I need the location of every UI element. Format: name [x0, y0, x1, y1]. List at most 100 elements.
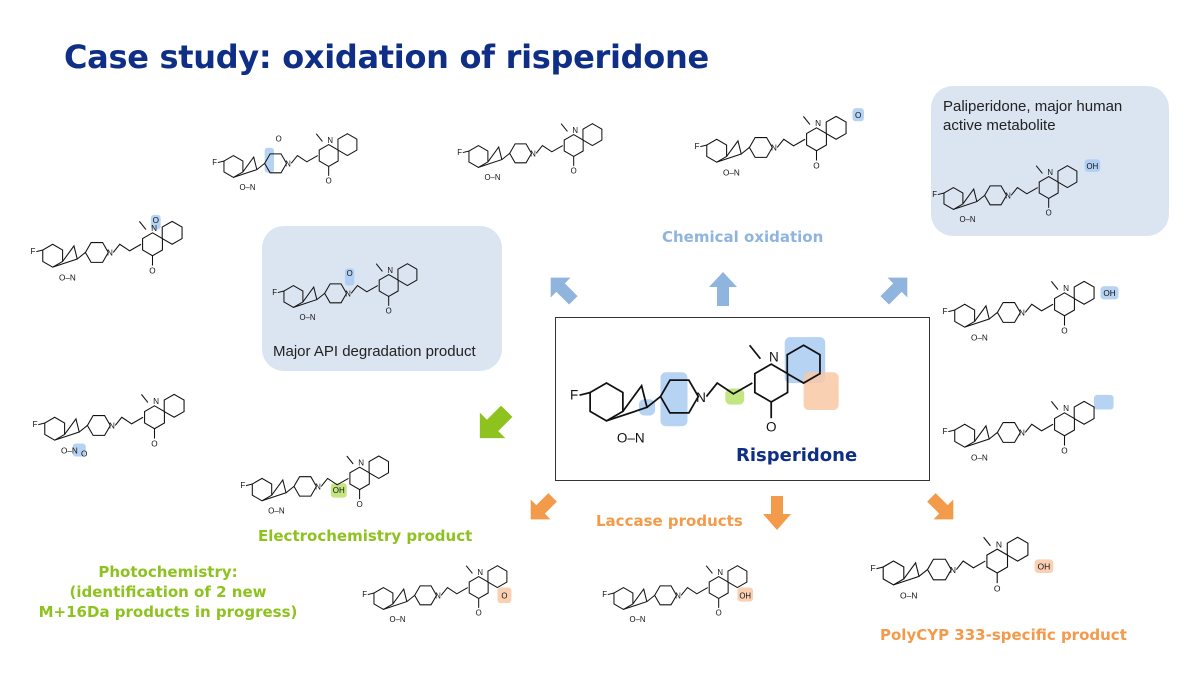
- pyrido-ring: [582, 123, 603, 147]
- bond: [217, 160, 225, 164]
- photochemistry-label: Photochemistry: (identification of 2 new…: [38, 562, 298, 622]
- piperidine-ring: [996, 302, 1021, 323]
- paliperidone-label: Paliperidone, major human active metabol…: [943, 97, 1122, 135]
- pyrimidinone-ring: [378, 274, 399, 298]
- piperidine-nitrogen: N: [1005, 191, 1011, 200]
- bond: [285, 485, 295, 494]
- pyrido-ring: [161, 220, 183, 245]
- ethyl-linker: [350, 284, 378, 294]
- ethyl-linker: [290, 154, 318, 164]
- fluorine-atom: F: [272, 288, 277, 297]
- pyrimidine-nitrogen: N: [327, 136, 333, 145]
- arrow-up-left-blue: [550, 277, 578, 305]
- pyrimidinone-ring: [349, 466, 370, 491]
- bond: [406, 594, 415, 602]
- bond: [988, 432, 998, 440]
- methyl-bond: [1050, 281, 1059, 290]
- pyrido-ring: [1006, 536, 1029, 562]
- isoxazole-o-n: O–N: [629, 615, 645, 624]
- fluorine-atom: F: [457, 148, 462, 157]
- ethyl-linker: [114, 416, 144, 426]
- pyrimidinone-ring: [986, 548, 1009, 574]
- pyrido-ring: [368, 455, 390, 480]
- pyrimidinone-ring: [468, 576, 489, 600]
- benzene-ring: [42, 243, 64, 268]
- benzene-ring: [223, 154, 244, 178]
- mol-top-right-highlight-0: [852, 108, 864, 122]
- fluorine-atom: F: [240, 481, 245, 490]
- benzene-ring: [373, 586, 394, 610]
- carbonyl-oxygen: O: [326, 177, 332, 186]
- bond: [579, 391, 591, 397]
- photochemistry-line-2: (identification of 2 new: [69, 583, 267, 601]
- mol-isoxazole-oxide-substituent: O: [81, 450, 87, 459]
- pyrimidinone-ring: [806, 127, 827, 152]
- mol-n-oxide-left-highlight-0: [150, 214, 161, 230]
- benzene-ring: [943, 186, 964, 210]
- methyl-bond: [375, 263, 383, 272]
- carbonyl-oxygen: O: [716, 609, 722, 618]
- pyrimidinone-ring: [142, 232, 163, 257]
- mol-major-api-highlight-0: [344, 268, 355, 286]
- carbonyl-oxygen: O: [386, 307, 392, 316]
- piperidine-nitrogen: N: [345, 289, 351, 298]
- carbonyl-oxygen: O: [476, 609, 482, 618]
- bond: [700, 144, 707, 148]
- risperidone-label: Risperidone: [736, 445, 858, 466]
- benzene-ring: [44, 416, 66, 441]
- isoxazole-o-n: O–N: [299, 313, 315, 322]
- benzene-ring: [613, 586, 634, 610]
- pyrido-ring: [1073, 400, 1095, 425]
- mol-top-right-substituent: O: [855, 111, 861, 120]
- bond: [462, 150, 470, 154]
- fluorine-atom: F: [932, 190, 937, 199]
- pyrimidinone-ring: [1038, 176, 1059, 200]
- bond: [976, 194, 985, 202]
- benzene-ring: [589, 382, 624, 422]
- paliperidone-line-2: active metabolite: [943, 117, 1056, 134]
- isoxazole-o-n: O–N: [971, 453, 988, 462]
- bond: [607, 592, 615, 596]
- piperidine-nitrogen: N: [530, 149, 536, 158]
- mol-major-api-substituent: O: [347, 269, 353, 278]
- bond: [646, 594, 655, 602]
- fluorine-atom: F: [602, 590, 607, 599]
- pyrimidinone-ring: [563, 134, 584, 158]
- ethyl-linker: [112, 243, 142, 253]
- bond: [937, 192, 945, 196]
- mol-laccase-right-highlight-0: [737, 587, 754, 602]
- bond: [245, 483, 253, 487]
- pyrido-ring: [397, 263, 418, 287]
- piperidine-nitrogen: N: [315, 483, 321, 492]
- pyrimidinone-ring: [1054, 292, 1075, 317]
- fluorine-atom: F: [870, 563, 875, 573]
- isoxazole-ring: [293, 285, 318, 308]
- bond: [918, 569, 928, 577]
- fluorine-atom: F: [31, 247, 36, 256]
- fluorine-atom: F: [362, 590, 367, 599]
- benzene-ring: [882, 560, 905, 586]
- mol-risperidone-highlight-2: [803, 372, 839, 411]
- arrow-down-right-orange: [927, 493, 954, 520]
- ethyl-linker: [776, 138, 806, 148]
- piperidine-nitrogen: N: [1019, 429, 1025, 438]
- ethyl-linker: [320, 477, 349, 487]
- electrochemistry-product-label: Electrochemistry product: [258, 527, 473, 545]
- piperidine-nitrogen: N: [107, 249, 113, 258]
- piperidine-ring: [414, 585, 438, 606]
- pyrimidine-nitrogen: N: [572, 126, 578, 135]
- isoxazole-o-n: O–N: [484, 173, 500, 182]
- isoxazole-o-n: O–N: [239, 183, 255, 192]
- isoxazole-ring: [893, 561, 920, 586]
- carbonyl-oxygen: O: [356, 500, 362, 509]
- bond: [78, 425, 88, 433]
